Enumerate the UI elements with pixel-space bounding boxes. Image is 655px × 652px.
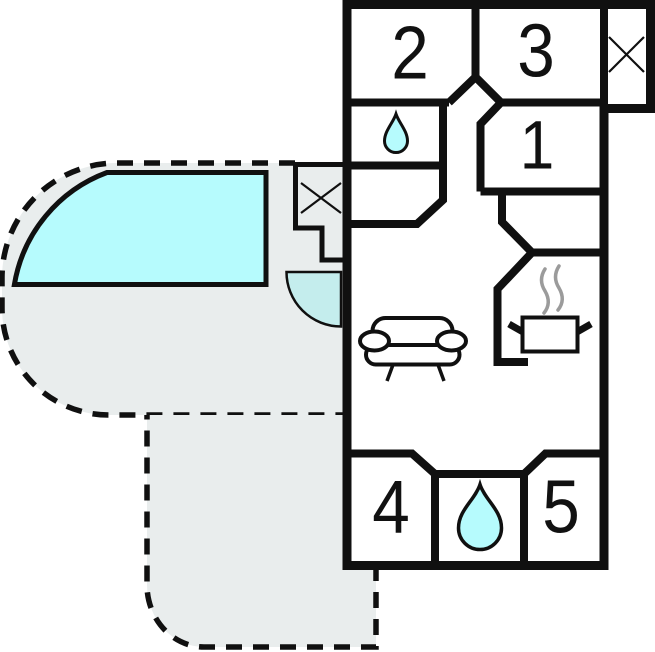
- pool: [11, 170, 269, 287]
- room-label-3: 3: [517, 8, 555, 93]
- room-label-5: 5: [542, 464, 580, 549]
- entrance-window-x-icon: [300, 182, 342, 214]
- water-drop-icon-shower: [456, 478, 504, 552]
- room-label-4: 4: [372, 464, 410, 549]
- steam-icon: [539, 264, 564, 315]
- entrance-porch: [293, 162, 343, 263]
- cooking-pot-icon: [507, 264, 593, 354]
- room-label-2: 2: [391, 10, 429, 95]
- roof-window-x-icon: [608, 36, 645, 73]
- terrace-lower-area: [144, 415, 379, 650]
- interior-walls: [343, 0, 608, 565]
- water-drop-icon-bathroom: [382, 109, 410, 154]
- door-swing-icon: [285, 270, 343, 328]
- sofa-icon: [358, 316, 468, 382]
- room-label-1: 1: [519, 106, 555, 184]
